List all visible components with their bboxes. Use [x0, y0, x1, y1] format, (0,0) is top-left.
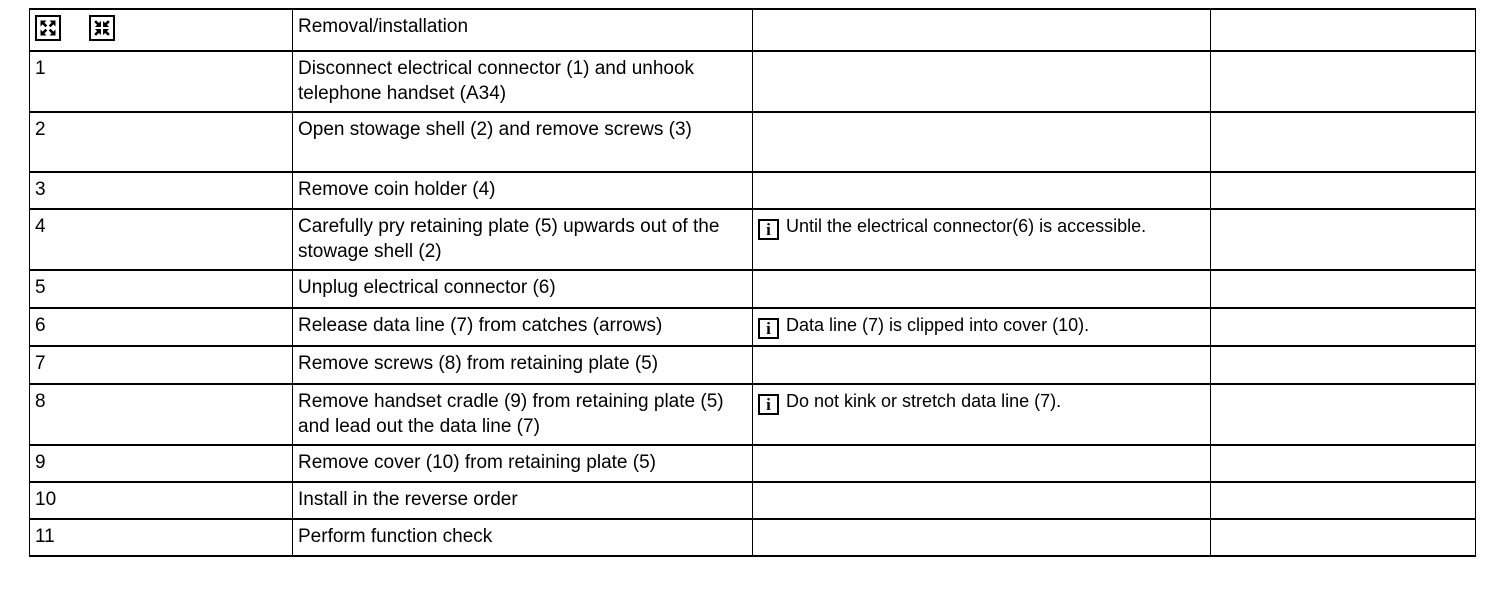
step-description-cell: Remove cover (10) from retaining plate (… [292, 444, 753, 484]
reference-cell [1210, 269, 1476, 310]
step-number: 10 [35, 489, 57, 511]
note-text: Until the electrical connector(6) is acc… [786, 216, 1147, 237]
step-description-cell: Carefully pry retaining plate (5) upward… [292, 208, 753, 272]
step-number-cell: 8 [29, 383, 293, 447]
step-number-cell: 5 [29, 269, 293, 310]
table-header-row: Removal/installation [29, 8, 1476, 52]
step-description: Remove handset cradle (9) from retaining… [298, 391, 724, 438]
info-icon: i [758, 394, 779, 416]
step-description: Remove screws (8) from retaining plate (… [298, 353, 659, 375]
page-title: Removal/installation [298, 16, 469, 37]
reference-cell [1210, 444, 1476, 484]
step-description-cell: Disconnect electrical connector (1) and … [292, 49, 753, 114]
table-row: 3 Remove coin holder (4) [29, 171, 1476, 211]
step-number: 7 [35, 353, 46, 375]
header-icon-cell [29, 8, 293, 52]
step-description-cell: Perform function check [292, 518, 753, 558]
step-description: Remove coin holder (4) [298, 179, 496, 201]
reference-cell [1210, 171, 1476, 211]
step-number-cell: 11 [29, 518, 293, 558]
step-number-cell: 3 [29, 171, 293, 211]
step-number: 11 [35, 526, 55, 548]
step-number: 3 [35, 179, 46, 201]
note-content: i Data line (7) is clipped into cover (10… [758, 313, 1205, 340]
table-row: 1 Disconnect electrical connector (1) and… [29, 49, 1476, 114]
table-row: 9 Remove cover (10) from retaining plate … [29, 444, 1476, 484]
step-description-cell: Install in the reverse order [292, 481, 753, 521]
note-cell [752, 269, 1211, 310]
note-cell [752, 8, 1211, 52]
collapse-arrows-icon [89, 15, 115, 41]
step-description: Release data line (7) from catches (arro… [298, 315, 663, 337]
note-text: Do not kink or stretch data line (7). [786, 391, 1062, 412]
table-row: 4 Carefully pry retaining plate (5) upwar… [29, 208, 1476, 272]
table-row: 7 Remove screws (8) from retaining plate … [29, 345, 1476, 386]
reference-cell [1210, 345, 1476, 386]
step-description-cell: Remove handset cradle (9) from retaining… [292, 383, 753, 447]
reference-cell [1210, 8, 1476, 52]
step-description: Perform function check [298, 526, 493, 548]
reference-cell [1210, 481, 1476, 521]
step-description: Carefully pry retaining plate (5) upward… [298, 216, 720, 263]
note-cell [752, 481, 1211, 521]
step-description-cell: Unplug electrical connector (6) [292, 269, 753, 310]
step-number-cell: 7 [29, 345, 293, 386]
note-content: i Until the electrical connector(6) is ac… [758, 214, 1205, 241]
procedure-table-body: Removal/installation 1 Disconnect electric… [29, 8, 1476, 558]
procedure-table: Removal/installation 1 Disconnect electric… [29, 8, 1476, 558]
reference-cell [1210, 518, 1476, 558]
step-description-cell: Open stowage shell (2) and remove screws… [292, 111, 753, 174]
step-number: 6 [35, 315, 46, 337]
step-description: Install in the reverse order [298, 489, 518, 511]
step-description: Unplug electrical connector (6) [298, 277, 556, 299]
table-row: 8 Remove handset cradle (9) from retainin… [29, 383, 1476, 447]
step-number: 2 [35, 119, 46, 141]
step-number: 8 [35, 391, 46, 413]
step-description-cell: Release data line (7) from catches (arro… [292, 307, 753, 348]
note-cell [752, 171, 1211, 211]
expand-arrows-icon [35, 15, 61, 41]
step-number-cell: 6 [29, 307, 293, 348]
step-number: 4 [35, 216, 46, 238]
info-icon: i [758, 219, 779, 241]
info-icon: i [758, 318, 779, 340]
step-number-cell: 10 [29, 481, 293, 521]
table-row: 11 Perform function check [29, 518, 1476, 558]
note-text: Data line (7) is clipped into cover (10)… [786, 315, 1090, 336]
table-row: 6 Release data line (7) from catches (arr… [29, 307, 1476, 348]
table-title-cell: Removal/installation [292, 8, 753, 52]
note-cell [752, 518, 1211, 558]
step-description-cell: Remove coin holder (4) [292, 171, 753, 211]
reference-cell [1210, 307, 1476, 348]
note-cell: i Until the electrical connector(6) is ac… [752, 208, 1211, 272]
reference-cell [1210, 49, 1476, 114]
note-cell [752, 49, 1211, 114]
step-number-cell: 9 [29, 444, 293, 484]
reference-cell [1210, 208, 1476, 272]
table-row: 2 Open stowage shell (2) and remove screw… [29, 111, 1476, 174]
step-description: Disconnect electrical connector (1) and … [298, 58, 695, 105]
note-cell: i Do not kink or stretch data line (7). [752, 383, 1211, 447]
note-cell: i Data line (7) is clipped into cover (10… [752, 307, 1211, 348]
step-number-cell: 2 [29, 111, 293, 174]
step-number-cell: 4 [29, 208, 293, 272]
step-description: Remove cover (10) from retaining plate (… [298, 452, 656, 474]
reference-cell [1210, 111, 1476, 174]
note-cell [752, 345, 1211, 386]
step-description: Open stowage shell (2) and remove screws… [298, 119, 692, 141]
table-row: 5 Unplug electrical connector (6) [29, 269, 1476, 310]
header-icon-group [35, 14, 287, 41]
note-cell [752, 111, 1211, 174]
step-number-cell: 1 [29, 49, 293, 114]
note-cell [752, 444, 1211, 484]
table-row: 10 Install in the reverse order [29, 481, 1476, 521]
step-number: 1 [35, 58, 46, 79]
reference-cell [1210, 383, 1476, 447]
step-number: 5 [35, 277, 46, 299]
step-description-cell: Remove screws (8) from retaining plate (… [292, 345, 753, 386]
note-content: i Do not kink or stretch data line (7). [758, 389, 1205, 416]
step-number: 9 [35, 452, 46, 474]
